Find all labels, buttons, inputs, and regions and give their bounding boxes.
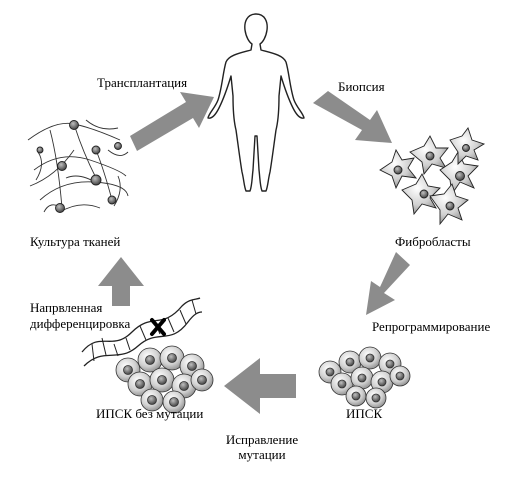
label-fibroblasts: Фибробласты	[395, 234, 471, 249]
arrow-differentiation	[98, 257, 144, 306]
label-correction-1: Исправление	[225, 432, 299, 447]
mutation-mark-icon	[150, 318, 166, 336]
label-directed-diff-1: Напрвленная	[30, 300, 103, 315]
label-tissue-culture: Культура тканей	[30, 234, 121, 249]
label-ipsc-no-mutation: ИПСК без мутации	[96, 406, 204, 421]
human-figure-icon	[207, 13, 305, 192]
fibroblast-cells-icon	[379, 127, 486, 226]
label-directed-diff-2: дифференцировка	[30, 316, 131, 331]
label-biopsy: Биопсия	[338, 79, 385, 94]
ipsc-colony-icon	[318, 346, 411, 409]
dna-helix-icon	[81, 297, 203, 367]
ipsc-corrected-colony-icon	[115, 345, 214, 414]
arrow-reprogramming	[366, 252, 410, 315]
arrow-biopsy	[313, 91, 392, 143]
label-ipsc: ИПСК	[346, 406, 383, 421]
label-reprogramming: Репрограммирование	[372, 319, 491, 334]
arrow-correction	[224, 358, 296, 414]
label-correction-2: мутации	[238, 447, 286, 462]
arrow-transplantation	[130, 92, 214, 151]
arrows	[98, 91, 410, 414]
label-transplantation: Трансплантация	[97, 75, 188, 90]
neural-tissue-icon	[27, 119, 129, 213]
